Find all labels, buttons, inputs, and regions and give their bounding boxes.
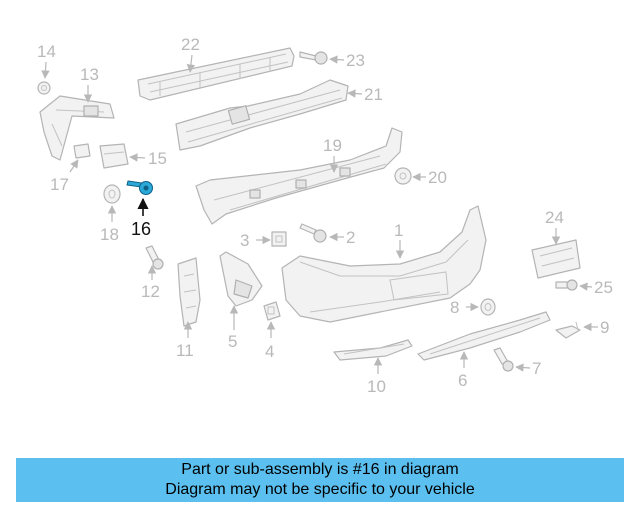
part-17-nut: [73, 143, 91, 159]
callout-14: 14: [37, 42, 56, 61]
callout-15: 15: [148, 149, 167, 168]
part-16-bolt-highlighted: [126, 180, 153, 195]
part-21-carrier: [175, 79, 349, 151]
part-2-bolt: [299, 223, 327, 243]
leader-15: [129, 153, 146, 162]
part-22-impact-absorber: [137, 47, 295, 101]
leader-14: [41, 61, 50, 79]
callout-18: 18: [100, 225, 119, 244]
leader-23: [329, 55, 345, 64]
part-4-clip: [263, 301, 281, 321]
part-14-clip: [37, 81, 51, 95]
part-3-clip: [271, 231, 287, 247]
part-9-clip: [555, 321, 581, 339]
leader-22: [186, 54, 196, 73]
callout-3: 3: [240, 231, 249, 250]
part-7-screw: [493, 347, 514, 372]
banner-line-2: Diagram may not be specific to your vehi…: [165, 481, 475, 498]
callout-16: 16: [131, 219, 151, 239]
part-20-nut: [394, 167, 412, 185]
callout-5: 5: [228, 332, 237, 351]
part-10-side-trim: [333, 339, 413, 361]
parts-diagram: 22 23 21 14 13 15 17: [37, 35, 613, 396]
callout-22: 22: [181, 35, 200, 54]
callout-9: 9: [600, 318, 609, 337]
part-6-diffuser-trim: [417, 311, 551, 361]
callout-4: 4: [265, 342, 274, 361]
callout-7: 7: [532, 359, 541, 378]
callout-11: 11: [176, 341, 194, 360]
callout-8: 8: [450, 298, 459, 317]
callout-21: 21: [364, 85, 383, 104]
part-8-nut: [480, 298, 496, 316]
part-15-guide: [99, 143, 129, 169]
leader-7: [515, 363, 531, 372]
callout-19: 19: [323, 136, 342, 155]
callout-24: 24: [545, 208, 564, 227]
part-19-bracket-rail: [195, 127, 403, 225]
callout-13: 13: [80, 65, 99, 84]
callout-1: 1: [394, 221, 403, 240]
part-1-bumper-cover: [281, 205, 487, 323]
callout-2: 2: [346, 228, 355, 247]
leader-21: [347, 89, 363, 98]
part-18-grommet: [103, 184, 121, 204]
part-23-bolt: [299, 51, 328, 65]
part-11-side-bracket: [177, 257, 201, 327]
leader-25: [579, 282, 593, 291]
callout-23: 23: [346, 51, 365, 70]
part-12-bolt: [145, 245, 164, 270]
part-5-reflector: [219, 251, 263, 307]
part-25-screw: [555, 279, 578, 291]
callout-10: 10: [367, 377, 386, 396]
part-13-bracket: [39, 95, 115, 161]
part-24-license-plate: [531, 239, 581, 279]
callout-20: 20: [428, 168, 447, 187]
leader-17: [69, 159, 79, 173]
callout-12: 12: [141, 282, 160, 301]
callout-25: 25: [594, 278, 613, 297]
callout-17: 17: [50, 175, 69, 194]
banner-line-1: Part or sub-assembly is #16 in diagram: [181, 461, 459, 478]
callout-6: 6: [458, 371, 467, 390]
info-banner: Part or sub-assembly is #16 in diagram D…: [16, 458, 624, 502]
